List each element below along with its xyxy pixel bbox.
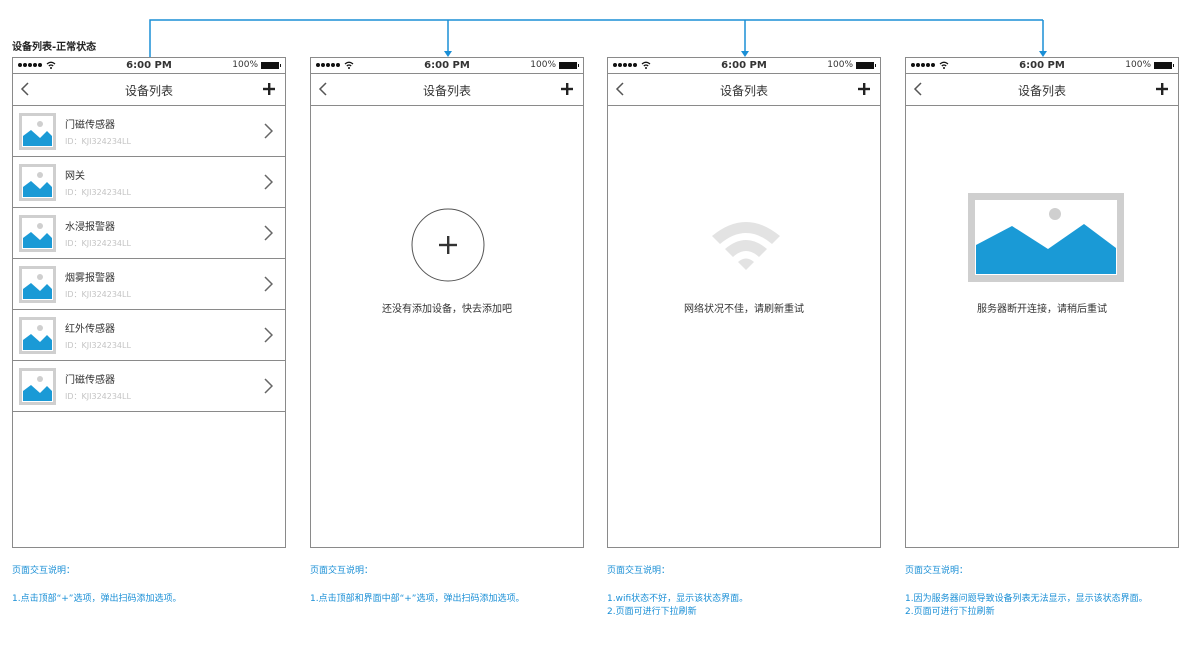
back-chevron-icon[interactable] [318,82,328,96]
device-name: 门磁传感器 [65,375,115,386]
notes-heading: 页面交互说明： [905,566,969,576]
signal-icon [613,61,651,69]
status-bar: 6:00 PM 100% [13,58,285,74]
battery-icon [1154,61,1174,69]
status-time: 6:00 PM [721,60,767,71]
device-id: ID：KJI324234LL [65,290,131,299]
chevron-right-icon [264,276,273,292]
device-list-item[interactable]: 门磁传感器 ID：KJI324234LL [13,361,285,412]
notes-line: 1.因为服务器问题导致设备列表无法显示，显示该状态界面。 [905,594,1148,604]
device-id: ID：KJI324234LL [65,137,131,146]
device-name: 水浸报警器 [65,222,115,233]
chevron-right-icon [264,378,273,394]
notes-line: 1.wifi状态不好，显示该状态界面。 [607,594,749,604]
signal-icon [911,61,949,69]
notes-heading: 页面交互说明： [310,566,374,576]
notes-line: 2.页面可进行下拉刷新 [905,607,995,617]
image-placeholder-icon [19,266,56,303]
battery-icon [559,61,579,69]
plus-icon[interactable] [1156,83,1168,95]
device-id: ID：KJI324234LL [65,188,131,197]
device-name: 门磁传感器 [65,120,115,131]
chevron-right-icon [264,327,273,343]
notes-line: 1.点击顶部“+”选项，弹出扫码添加选项。 [12,594,182,604]
phone-empty-state: 6:00 PM 100% 设备列表 还没有添加设备，快去添加吧 [310,57,584,548]
chevron-right-icon [264,225,273,241]
image-placeholder-icon [19,368,56,405]
image-placeholder-icon [19,215,56,252]
battery-percent: 100% [1125,60,1151,70]
nav-title: 设备列表 [422,84,471,98]
chevron-right-icon [264,174,273,190]
status-bar: 6:00 PM 100% [311,58,583,74]
nav-bar: 设备列表 [311,74,583,106]
back-chevron-icon[interactable] [913,82,923,96]
notes-line: 2.页面可进行下拉刷新 [607,607,697,617]
phone-server-error: 6:00 PM 100% 设备列表 服务器断开连接，请稍后重试 [905,57,1179,548]
status-time: 6:00 PM [424,60,470,71]
signal-icon [18,61,56,69]
notes-heading: 页面交互说明： [607,566,671,576]
plus-icon[interactable] [858,83,870,95]
battery-icon [856,61,876,69]
interaction-notes-3: 页面交互说明： 1.wifi状态不好，显示该状态界面。 2.页面可进行下拉刷新 [607,565,748,619]
device-list-item[interactable]: 网关 ID：KJI324234LL [13,157,285,208]
nav-title: 设备列表 [124,84,173,98]
empty-state-message: 还没有添加设备，快去添加吧 [382,304,512,315]
add-device-circle-button[interactable] [411,208,485,282]
nav-title: 设备列表 [719,84,768,98]
wifi-icon [641,61,651,69]
device-id: ID：KJI324234LL [65,341,131,350]
notes-line: 1.点击顶部和界面中部“+”选项，弹出扫码添加选项。 [310,594,525,604]
device-id: ID：KJI324234LL [65,239,131,248]
interaction-notes-1: 页面交互说明： 1.点击顶部“+”选项，弹出扫码添加选项。 [12,565,181,606]
image-placeholder-icon [19,317,56,354]
nav-title: 设备列表 [1017,84,1066,98]
nav-bar: 设备列表 [13,74,285,106]
phone-device-list: 6:00 PM 100% 设备列表 门磁传感器 ID：KJI324234LL 网关 I… [12,57,286,548]
interaction-notes-4: 页面交互说明： 1.因为服务器问题导致设备列表无法显示，显示该状态界面。 2.页… [905,565,1148,619]
wifi-icon [46,61,56,69]
back-chevron-icon[interactable] [615,82,625,96]
back-chevron-icon[interactable] [20,82,30,96]
nav-bar: 设备列表 [906,74,1178,106]
device-name: 网关 [65,171,85,182]
network-error-message: 网络状况不佳，请刷新重试 [684,304,804,315]
chevron-right-icon [264,123,273,139]
wifi-weak-icon [712,222,780,270]
battery-percent: 100% [232,60,258,70]
device-list-item[interactable]: 烟雾报警器 ID：KJI324234LL [13,259,285,310]
status-time: 6:00 PM [1019,60,1065,71]
image-placeholder-icon [968,193,1124,282]
status-bar: 6:00 PM 100% [906,58,1178,74]
device-name: 烟雾报警器 [65,273,115,284]
signal-icon [316,61,354,69]
image-placeholder-icon [19,113,56,150]
device-id: ID：KJI324234LL [65,392,131,401]
battery-icon [261,61,281,69]
plus-icon[interactable] [263,83,275,95]
device-list-item[interactable]: 门磁传感器 ID：KJI324234LL [13,106,285,157]
device-list-item[interactable]: 红外传感器 ID：KJI324234LL [13,310,285,361]
server-error-message: 服务器断开连接，请稍后重试 [977,304,1107,315]
phone-network-error: 6:00 PM 100% 设备列表 网络状况不佳，请刷新重试 [607,57,881,548]
wifi-icon [939,61,949,69]
battery-percent: 100% [827,60,853,70]
interaction-notes-2: 页面交互说明： 1.点击顶部和界面中部“+”选项，弹出扫码添加选项。 [310,565,524,606]
plus-icon[interactable] [561,83,573,95]
status-bar: 6:00 PM 100% [608,58,880,74]
wifi-icon [344,61,354,69]
image-placeholder-icon [19,164,56,201]
nav-bar: 设备列表 [608,74,880,106]
notes-heading: 页面交互说明： [12,566,76,576]
device-list-item[interactable]: 水浸报警器 ID：KJI324234LL [13,208,285,259]
page-title: 设备列表-正常状态 [12,42,97,53]
status-time: 6:00 PM [126,60,172,71]
battery-percent: 100% [530,60,556,70]
device-name: 红外传感器 [65,324,115,335]
